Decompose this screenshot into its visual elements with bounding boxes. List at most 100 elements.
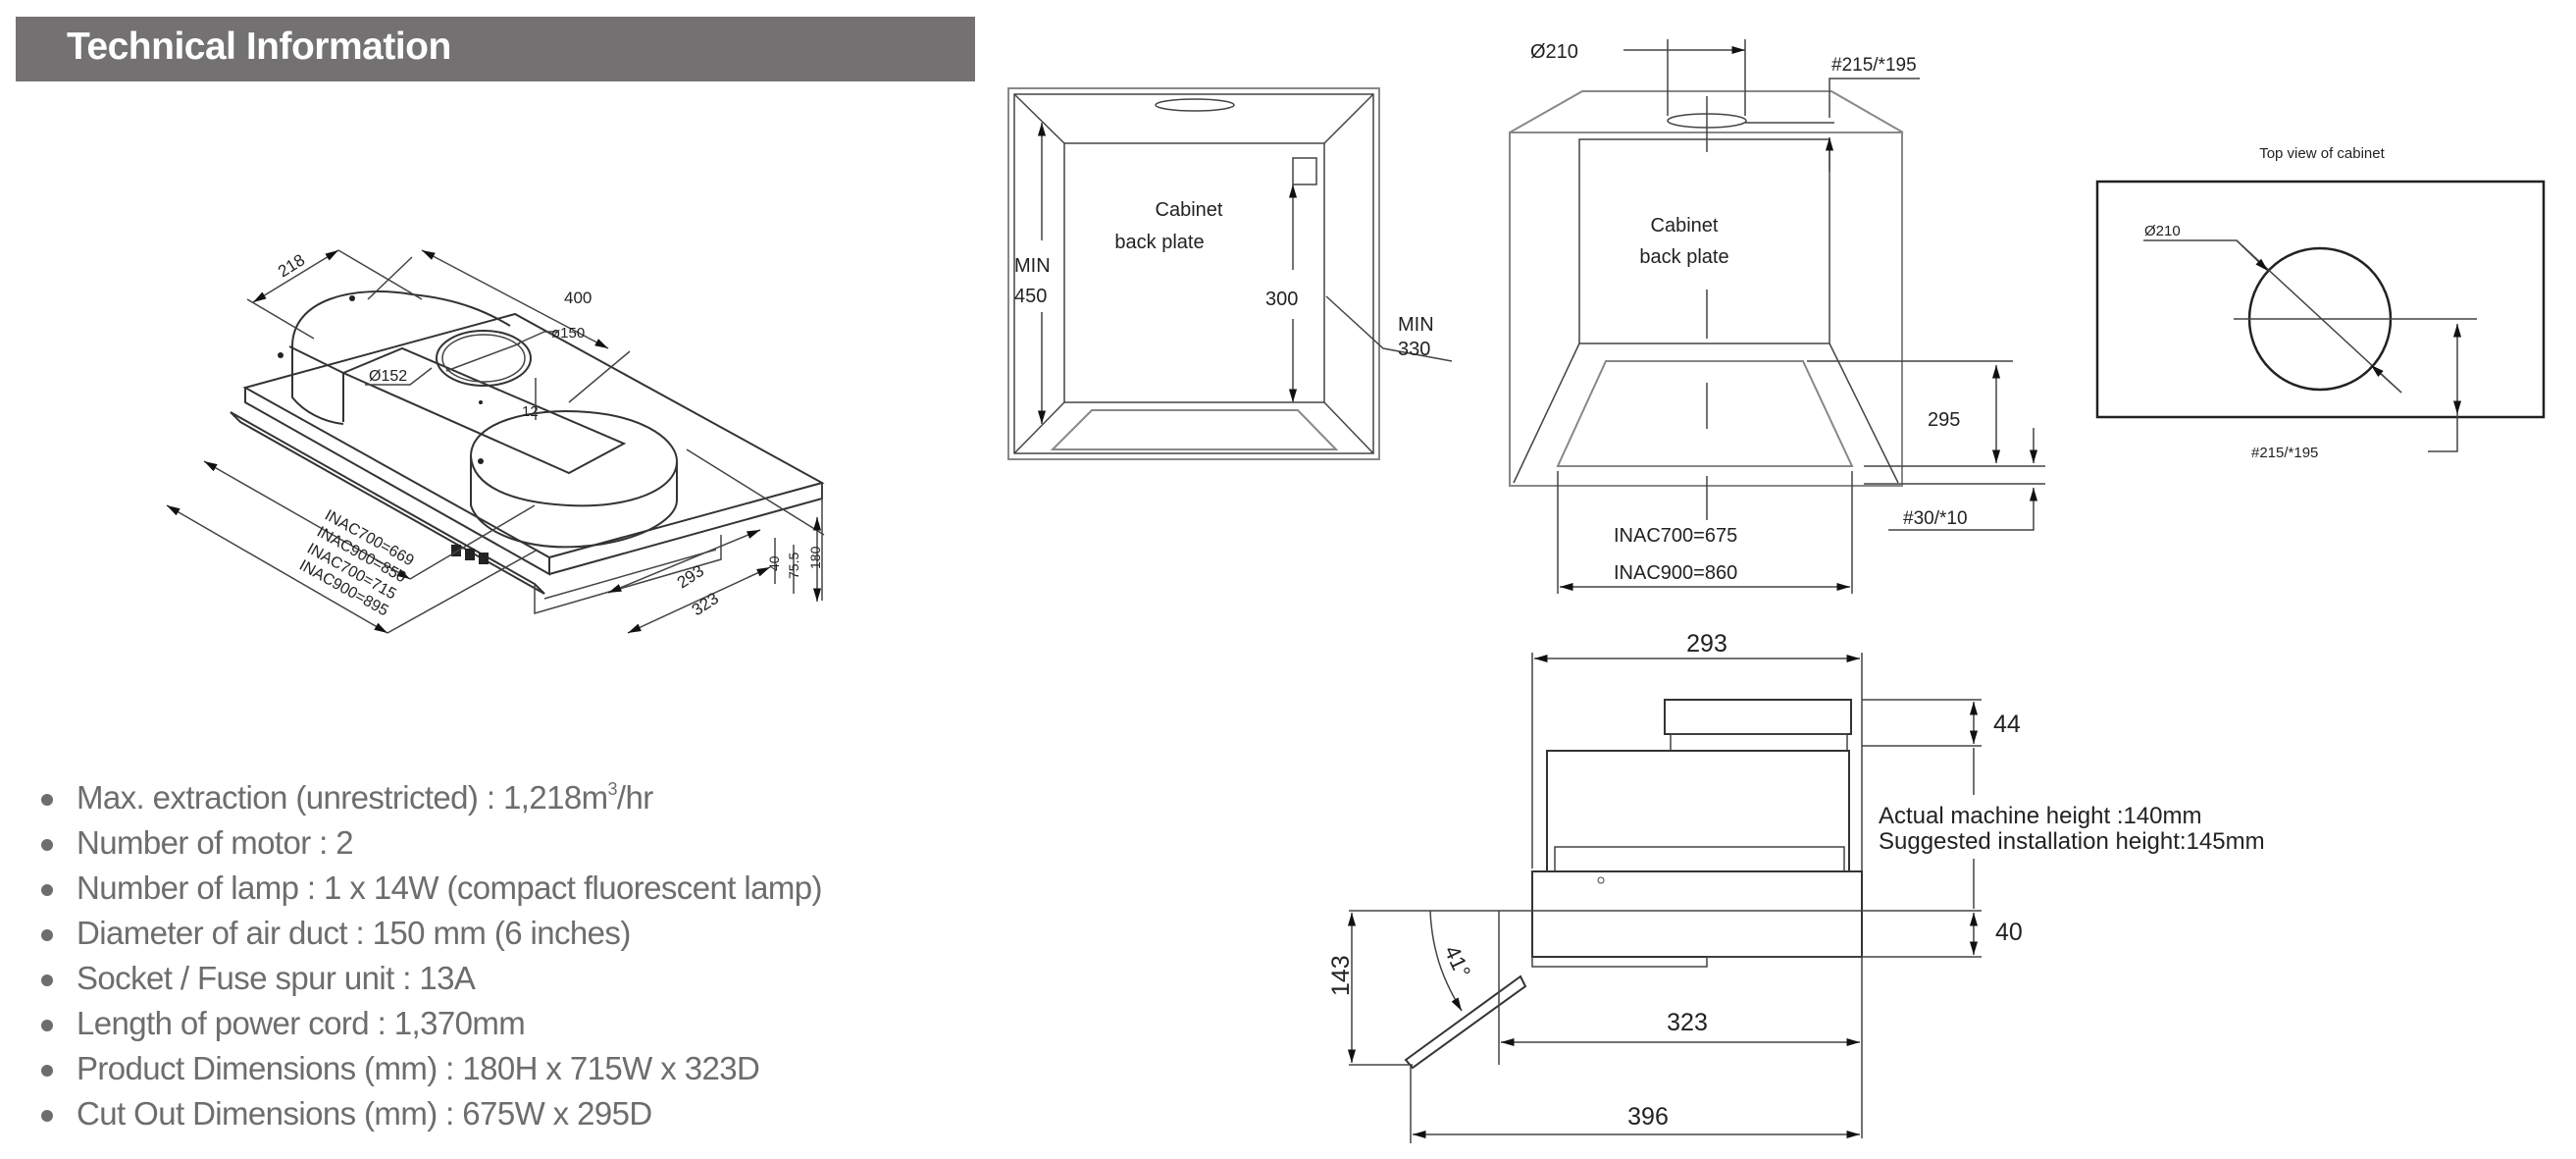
leader-line [365,367,433,386]
side-dim-323-label: 323 [1667,1009,1708,1036]
note-installation-height: Suggested installation height:145mm [1879,828,2265,855]
dim-inac700-675-label: INAC700=675 [1614,525,1737,547]
iso-capsule-right-side [470,456,678,549]
iso-capsule-left-side [291,346,344,425]
cabinet-label-line1: Cabinet [1156,199,1223,221]
spec-text: Socket / Fuse spur unit : 13A [77,960,476,996]
dim-295-label: 295 [1928,409,1960,431]
note-machine-height: Actual machine height :140mm [1879,803,2202,829]
spec-superscript: 3 [607,779,617,799]
iso-top-plate [340,346,627,475]
iso-duct-outlet [436,330,532,387]
iso-outlet-flap [445,342,521,372]
cutout-outer [1509,132,1903,487]
dim-dia150-label: ø150 [551,325,585,342]
arrow [2236,239,2269,272]
side-dim-396-label: 396 [1627,1103,1669,1131]
top-view-cabinet [2095,180,2546,419]
bullet-icon [41,839,53,851]
cabinet-cutout-drawing: Ø210 #215/*195 Cabinet back plate 295 #3… [1509,39,2045,594]
dim-75-5-label: 75.5 [786,553,801,579]
control-button-icon [479,553,489,564]
cabinet-back-plate [1063,142,1325,403]
cutout-corner [1513,342,1580,484]
bullet-icon [41,975,53,986]
ext-line [246,298,315,340]
top-view-title: Top view of cabinet [2259,145,2385,162]
iso-visor [230,411,545,595]
dim-12-label: 12 [522,403,539,420]
spec-product-dimensions: Product Dimensions (mm) : 180H x 715W x … [27,1046,822,1091]
screw-dot [478,458,484,464]
leader-line [517,331,557,344]
dim-180-label: 180 [807,546,823,569]
header-bar: Technical Information [16,17,975,81]
iso-capsule-right-top [470,410,679,507]
ext-line [568,350,631,403]
spec-text: Diameter of air duct : 150 mm (6 inches) [77,915,631,951]
socket-icon [1292,157,1317,185]
cabinet-front-drawing: Cabinet back plate MIN 450 300 MIN 330 [1007,87,1453,460]
isometric-hood-drawing: 218 400 ø150 Ø152 12 INAC700=669 INAC900… [166,249,825,634]
ext-line [386,549,539,634]
cabinet-label-line2: back plate [1114,232,1204,253]
cutout-back-plate [1578,138,1830,344]
dim-dia152-label: Ø152 [369,368,407,385]
bullet-icon [41,1020,53,1031]
spec-power-cord: Length of power cord : 1,370mm [27,1001,822,1046]
ext-line [337,249,423,300]
spec-motor: Number of motor : 2 [27,820,822,866]
dim-line-30-bottom [1888,488,2038,531]
cabinet-cutout-opening [1050,409,1339,450]
angle-arc [1429,910,1463,1012]
bullet-icon [41,929,53,941]
side-base [1531,870,1863,958]
dim-330-label: 330 [1398,339,1430,360]
dim-line-330 [1325,295,1453,362]
cabinet-duct-hole [1155,98,1235,112]
side-view-drawing: 293 44 Actual machine height :140mm Sugg… [1327,630,2265,1143]
side-dim-143-label: 143 [1327,955,1355,996]
top-dia210-label: Ø210 [2144,223,2181,239]
bullet-icon [41,1110,53,1122]
spec-text: Number of motor : 2 [77,824,354,861]
spec-text: Length of power cord : 1,370mm [77,1005,526,1041]
iso-capsule-left-top [291,290,511,347]
cabinet-outer-inner [1013,93,1374,454]
cutout-top-bevel [1509,90,1904,133]
dim-300-label: 300 [1265,289,1298,310]
bullet-icon [41,794,53,806]
min2-label: MIN [1398,314,1434,336]
control-button-icon [451,545,461,556]
side-angle-label: 41° [1439,942,1475,982]
side-dim-293-label: 293 [1686,630,1727,658]
cabinet-corner [1323,93,1374,144]
dim-215-195-label: #215/*195 [1831,55,1917,76]
dim-218-label: 218 [275,250,308,281]
cabinet-corner [1323,401,1374,454]
side-dim-40-label: 40 [1995,919,2023,946]
leader-line [2428,414,2458,452]
spec-socket: Socket / Fuse spur unit : 13A [27,956,822,1001]
cabinet-corner [1013,93,1065,144]
min-label: MIN [1014,255,1051,277]
dim-line-323 [627,566,771,634]
cutout-label-line2: back plate [1639,246,1728,268]
side-bottom-rail [1531,957,1708,968]
spec-air-duct: Diameter of air duct : 150 mm (6 inches) [27,911,822,956]
dim-inac900-860-label: INAC900=860 [1614,562,1737,584]
control-button-icon [465,549,475,560]
spec-text: Number of lamp : 1 x 14W (compact fluore… [77,869,822,906]
side-motor-neck [1670,733,1848,752]
side-filter [1554,846,1845,872]
cutout-corner [1829,342,1899,484]
spec-text: Cut Out Dimensions (mm) : 675W x 295D [77,1095,652,1132]
side-motor-top [1664,699,1852,735]
spec-max-extraction: Max. extraction (unrestricted) : 1,218m3… [27,775,822,820]
dim-30-10-label: #30/*10 [1903,508,1968,529]
cabinet-outer [1007,87,1380,460]
dim-40-label: 40 [766,555,782,571]
spec-text: Product Dimensions (mm) : 180H x 715W x … [77,1050,760,1086]
side-dim-44-label: 44 [1993,711,2021,738]
dim-450-label: 450 [1014,286,1047,307]
